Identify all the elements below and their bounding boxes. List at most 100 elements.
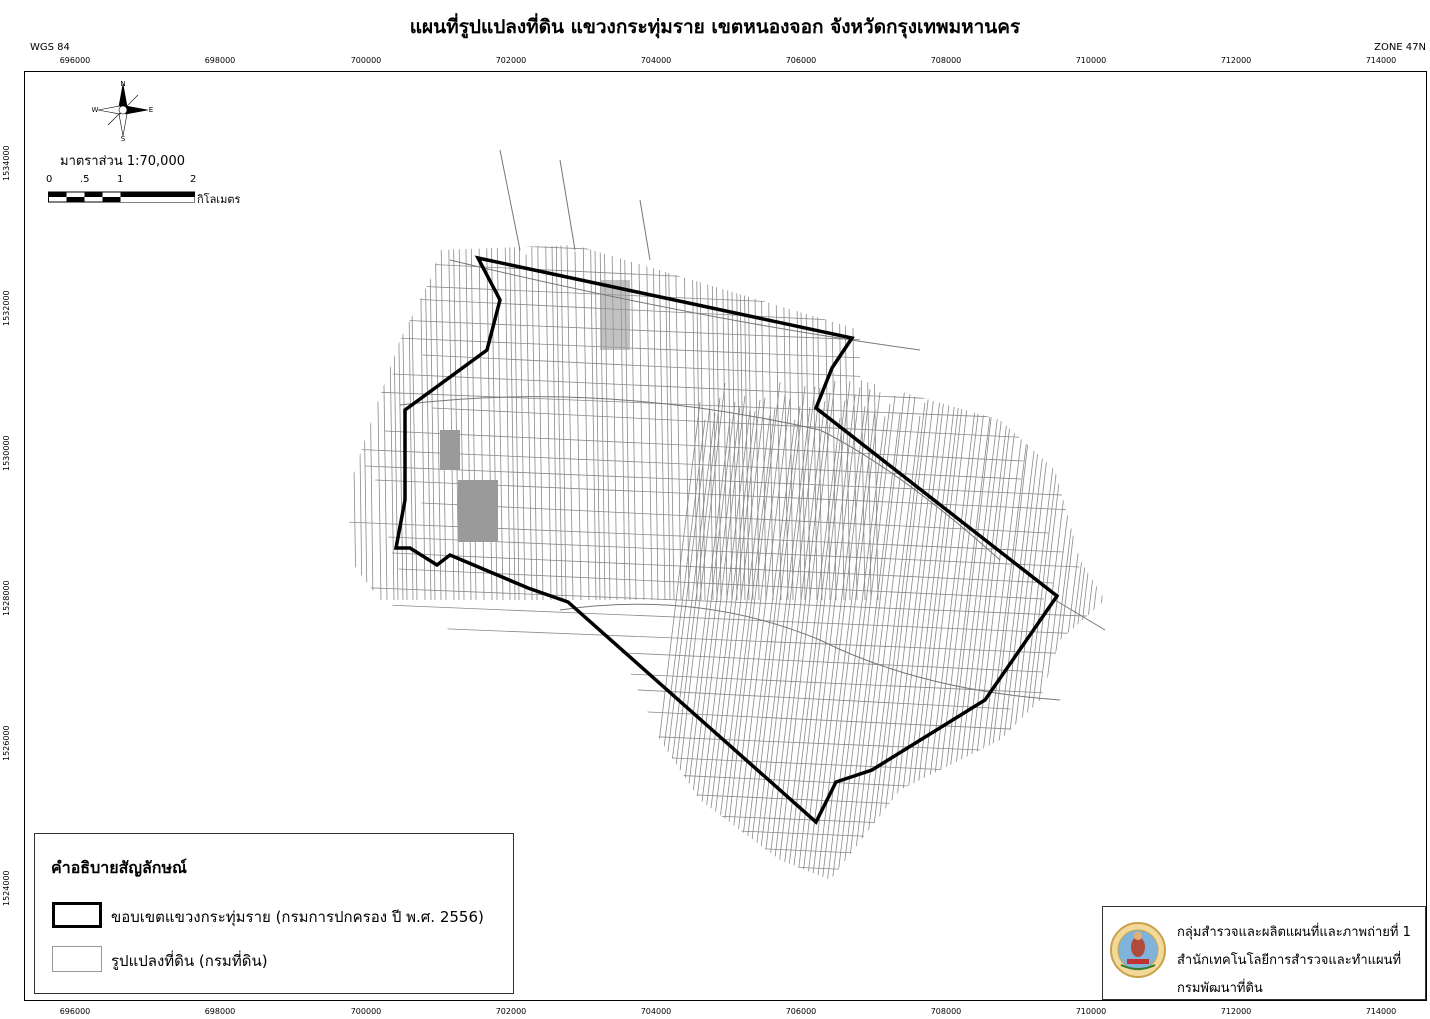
parcel-line (424, 678, 1011, 710)
boundary-symbol (52, 902, 102, 928)
parcel-line (1029, 395, 1091, 880)
parcel-line (598, 245, 606, 601)
x-tick-bottom: 696000 (59, 1007, 91, 1016)
parcel-line (348, 448, 1022, 480)
parcel-line (1079, 390, 1105, 880)
parcel-line (645, 245, 653, 601)
x-tick-top: 702000 (495, 56, 527, 65)
parcel-line (850, 245, 858, 601)
parcel-line (829, 245, 837, 601)
parcel-line (421, 502, 1049, 534)
parcel-line (829, 403, 891, 880)
north-arrow: N S E W (92, 80, 153, 142)
parcel-line (734, 419, 796, 880)
parcel-line (659, 397, 721, 880)
parcel-line (392, 552, 1054, 584)
parcel-line (639, 401, 701, 880)
department-seal-icon (1110, 922, 1166, 978)
parcel-line (385, 604, 1105, 636)
parcel-line (729, 398, 791, 880)
compass-rose-icon (97, 83, 149, 137)
parcel-line (779, 418, 841, 880)
west-label: W (92, 106, 99, 114)
parcel-line (355, 245, 363, 601)
parcel-line (392, 373, 1050, 405)
dense-blocks (440, 280, 630, 542)
parcel-line (682, 245, 690, 601)
parcel-line (690, 245, 698, 601)
parcel-line (418, 245, 426, 601)
parcel-line (769, 392, 831, 880)
parcel-line (566, 245, 574, 601)
parcel-line (550, 245, 558, 601)
parcel-line (674, 245, 682, 601)
east-label: E (149, 106, 153, 114)
parcel-line (367, 283, 1052, 315)
x-tick-bottom: 706000 (785, 1007, 817, 1016)
parcel-line (432, 407, 1035, 439)
parcel-line (388, 536, 1080, 568)
parcel-line (651, 245, 659, 601)
parcel-line (879, 399, 941, 880)
parcel-line (663, 245, 671, 601)
x-tick-top: 700000 (350, 56, 382, 65)
x-tick-bottom: 714000 (1365, 1007, 1397, 1016)
parcel-line (1074, 418, 1105, 880)
parcel-line (814, 409, 876, 880)
parcel-line (725, 245, 733, 601)
parcel-line (364, 465, 1086, 497)
parcel-line (503, 245, 511, 601)
x-tick-top: 712000 (1220, 56, 1252, 65)
parcel-line (349, 624, 1102, 656)
credit-box: กลุ่มสำรวจและผลิตแผนที่และภาพถ่ายที่ 1 ส… (1102, 906, 1426, 1000)
parcel-line (734, 245, 742, 601)
parcel-line (1009, 389, 1071, 880)
parcel-line (1069, 403, 1105, 880)
parcel-symbol (52, 946, 102, 972)
parcel-line (518, 245, 526, 601)
map-title: แผนที่รูปแปลงที่ดิน แขวงกระทุ่มราย เขตหน… (409, 16, 1021, 38)
x-tick-top: 706000 (785, 56, 817, 65)
parcel-line (759, 387, 821, 880)
scale-unit: กิโลเมตร (197, 193, 241, 206)
credit-line: สำนักเทคโนโลยีการสำรวจและทำแผนที่ (1177, 953, 1402, 968)
parcel-line (869, 383, 931, 880)
scale-number: 1 (117, 174, 124, 185)
parcel-line (383, 641, 1043, 673)
parcel-line (934, 384, 996, 880)
parcel-line (658, 247, 666, 601)
parcel-line (1044, 396, 1105, 880)
south-label: S (121, 135, 126, 142)
parcel-line (1084, 394, 1105, 880)
parcel-line (752, 245, 760, 601)
parcel-line (720, 245, 728, 601)
road-network (399, 149, 1106, 701)
parcel-line (366, 245, 374, 601)
parcel-line (864, 245, 872, 601)
parcel-line (859, 415, 921, 880)
zone-label: ZONE 47N (1374, 42, 1426, 53)
parcel-line (434, 850, 1102, 880)
parcel-line (667, 245, 675, 601)
parcel-line (369, 760, 1016, 792)
parcel-line (525, 254, 533, 601)
parcel-line (804, 406, 866, 880)
parcel-line (1054, 388, 1105, 880)
credit-line: กรมพัฒนาที่ดิน (1177, 981, 1263, 996)
parcel-line (380, 245, 388, 601)
legend-title: คำอธิบายสัญลักษณ์ (51, 858, 187, 877)
scale-bar (48, 191, 195, 203)
legend-label-boundary: ขอบเขตแขวงกระทุ่มราย (กรมการปกครอง ปี พ.… (111, 908, 484, 926)
north-label: N (120, 80, 125, 88)
map-frame (24, 71, 1427, 1001)
parcel-line (1064, 408, 1105, 880)
parcel-line (774, 380, 836, 880)
scale-number: 0 (46, 174, 53, 185)
parcel-line (629, 245, 637, 601)
parcel-line (774, 245, 782, 601)
parcel-line (884, 389, 946, 880)
parcel-line (794, 395, 856, 880)
parcel-line (689, 409, 751, 880)
x-tick-bottom: 698000 (204, 1007, 236, 1016)
